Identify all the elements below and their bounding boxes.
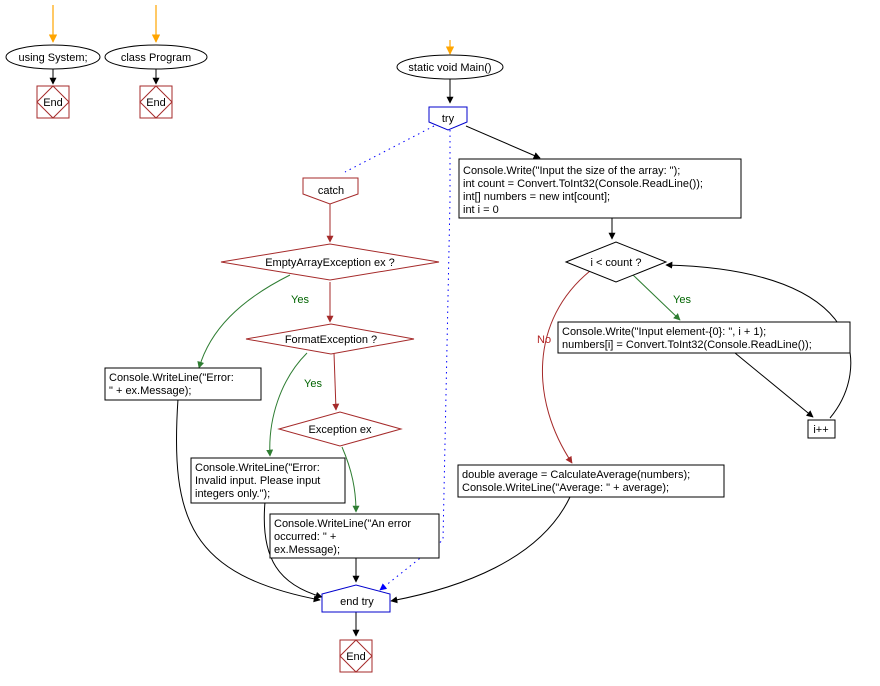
format-exception-decision: FormatException ? (245, 323, 415, 355)
edge-format-exception (332, 352, 340, 411)
end-node-using: End (36, 85, 70, 119)
result-line-2: Console.WriteLine("Average: " + average)… (462, 482, 669, 494)
end-try-label: end try (340, 596, 374, 608)
loop-body-line-1: Console.Write("Input element-{0}: ", i +… (562, 326, 766, 338)
end-try-node: end try (321, 584, 391, 613)
general-handler-block: Console.WriteLine("An error occurred: " … (269, 513, 440, 559)
edge-emptyhandler-endtry (175, 398, 321, 603)
end-node-main: End (339, 639, 373, 673)
main-node: static void Main() (396, 54, 504, 80)
format-handler-line-3: integers only."); (195, 488, 270, 500)
class-program-node: class Program (104, 44, 208, 70)
edge-format-yes (266, 352, 308, 457)
using-system-label: using System; (18, 52, 87, 64)
try-label: try (442, 113, 455, 125)
edge-result-endtry (390, 496, 571, 604)
exception-ex-decision: Exception ex (277, 411, 403, 447)
try-node: try (428, 106, 468, 131)
yes-label-empty: Yes (291, 294, 309, 306)
format-handler-line-2: Invalid input. Please input (195, 475, 320, 487)
edge-body-increment (734, 352, 814, 418)
edge-empty-yes (197, 274, 291, 369)
exception-ex-label: Exception ex (309, 424, 372, 436)
empty-handler-block: Console.WriteLine("Error: " + ex.Message… (104, 367, 262, 401)
edge-formathandler-endtry (263, 501, 323, 599)
init-block: Console.Write("Input the size of the arr… (458, 158, 742, 219)
end-label: End (146, 97, 166, 109)
empty-handler-line-2: " + ex.Message); (109, 385, 191, 397)
no-label-loop: No (537, 334, 551, 346)
edge-loop-no (541, 270, 591, 464)
format-handler-line-1: Console.WriteLine("Error: (195, 462, 320, 474)
class-program-label: class Program (121, 52, 191, 64)
format-handler-block: Console.WriteLine("Error: Invalid input.… (190, 457, 346, 504)
increment-label: i++ (813, 424, 828, 436)
init-line-3: int[] numbers = new int[count]; (463, 191, 610, 203)
using-system-node: using System; (5, 44, 101, 70)
increment-node: i++ (807, 419, 836, 439)
end-label: End (43, 97, 63, 109)
yes-label-loop: Yes (673, 294, 691, 306)
catch-label: catch (318, 185, 344, 197)
general-handler-line-3: ex.Message); (274, 544, 340, 556)
general-handler-line-1: Console.WriteLine("An error (274, 518, 411, 530)
edge-loop-yes (631, 273, 681, 321)
general-handler-line-2: occurred: " + (274, 531, 336, 543)
loop-body-line-2: numbers[i] = Convert.ToInt32(Console.Rea… (562, 339, 812, 351)
format-exception-label: FormatException ? (285, 334, 377, 346)
result-line-1: double average = CalculateAverage(number… (462, 469, 690, 481)
end-node-class: End (139, 85, 173, 119)
yes-label-format: Yes (304, 378, 322, 390)
loop-condition-label: i < count ? (590, 257, 641, 269)
result-block: double average = CalculateAverage(number… (457, 464, 725, 498)
edges (48, 5, 852, 637)
loop-condition-node: i < count ? (564, 241, 668, 283)
empty-handler-line-1: Console.WriteLine("Error: (109, 372, 234, 384)
edge-try-catch (344, 125, 435, 173)
init-line-1: Console.Write("Input the size of the arr… (463, 165, 680, 177)
end-label: End (346, 651, 366, 663)
loop-body-block: Console.Write("Input element-{0}: ", i +… (557, 321, 851, 354)
edge-try-init (465, 125, 541, 159)
main-label: static void Main() (408, 62, 491, 74)
edge-exception-handler (341, 446, 360, 513)
empty-exception-decision: EmptyArrayException ex ? (220, 243, 440, 281)
empty-exception-label: EmptyArrayException ex ? (265, 257, 395, 269)
init-line-2: int count = Convert.ToInt32(Console.Read… (463, 178, 703, 190)
init-line-4: int i = 0 (463, 204, 499, 216)
catch-node: catch (302, 177, 359, 205)
